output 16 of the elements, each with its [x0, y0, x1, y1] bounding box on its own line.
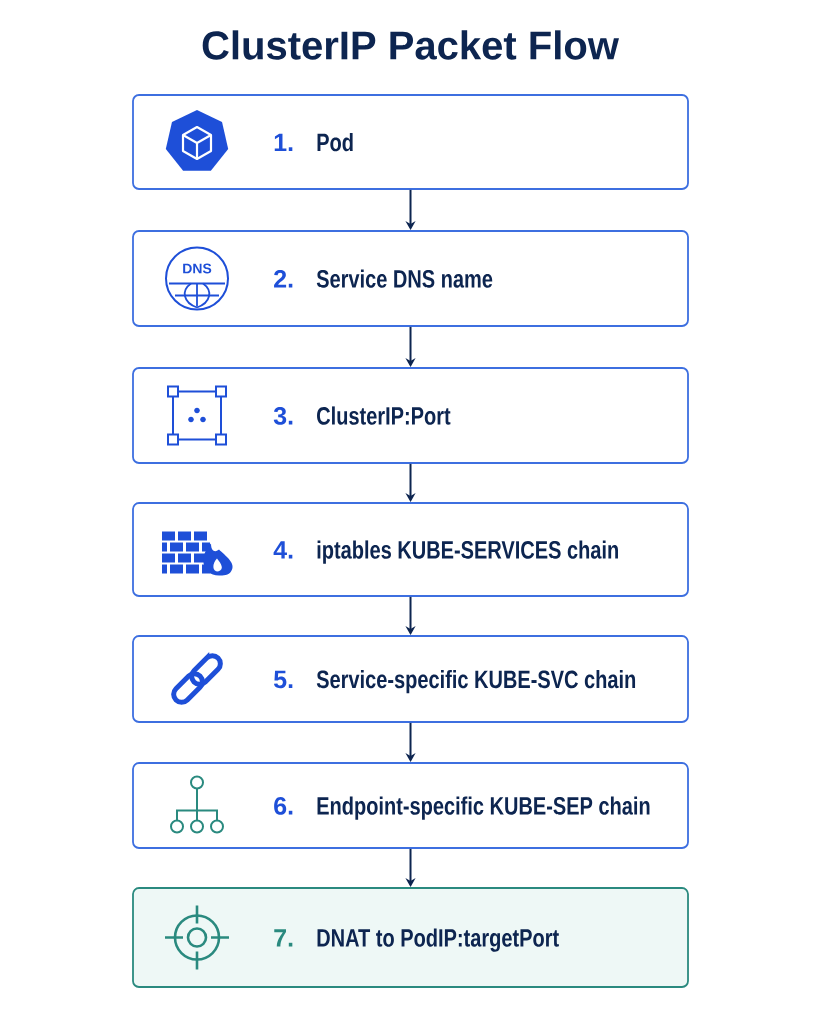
- step-label: ClusterIP:Port: [317, 406, 451, 425]
- step-number: 3.: [273, 407, 293, 425]
- step-number: 5.: [273, 670, 293, 689]
- step-label: iptables KUBE-SERVICES chain: [317, 540, 618, 564]
- step-number: 1.: [274, 133, 293, 151]
- step-number: 4.: [273, 541, 293, 559]
- icon-text: DNS: [183, 263, 212, 274]
- step-label: Endpoint-specific KUBE-SEP chain: [317, 796, 650, 820]
- title: ClusterIP Packet Flow: [202, 30, 619, 60]
- step-label: Service-specific KUBE-SVC chain: [316, 669, 636, 694]
- step-number: 6.: [274, 797, 293, 815]
- step-number: 2.: [274, 270, 293, 288]
- step-label: DNAT to PodIP:targetPort: [317, 928, 559, 952]
- step-label: Pod: [317, 132, 353, 152]
- step-label: Service DNS name: [316, 269, 493, 288]
- step-number: 7.: [274, 929, 293, 947]
